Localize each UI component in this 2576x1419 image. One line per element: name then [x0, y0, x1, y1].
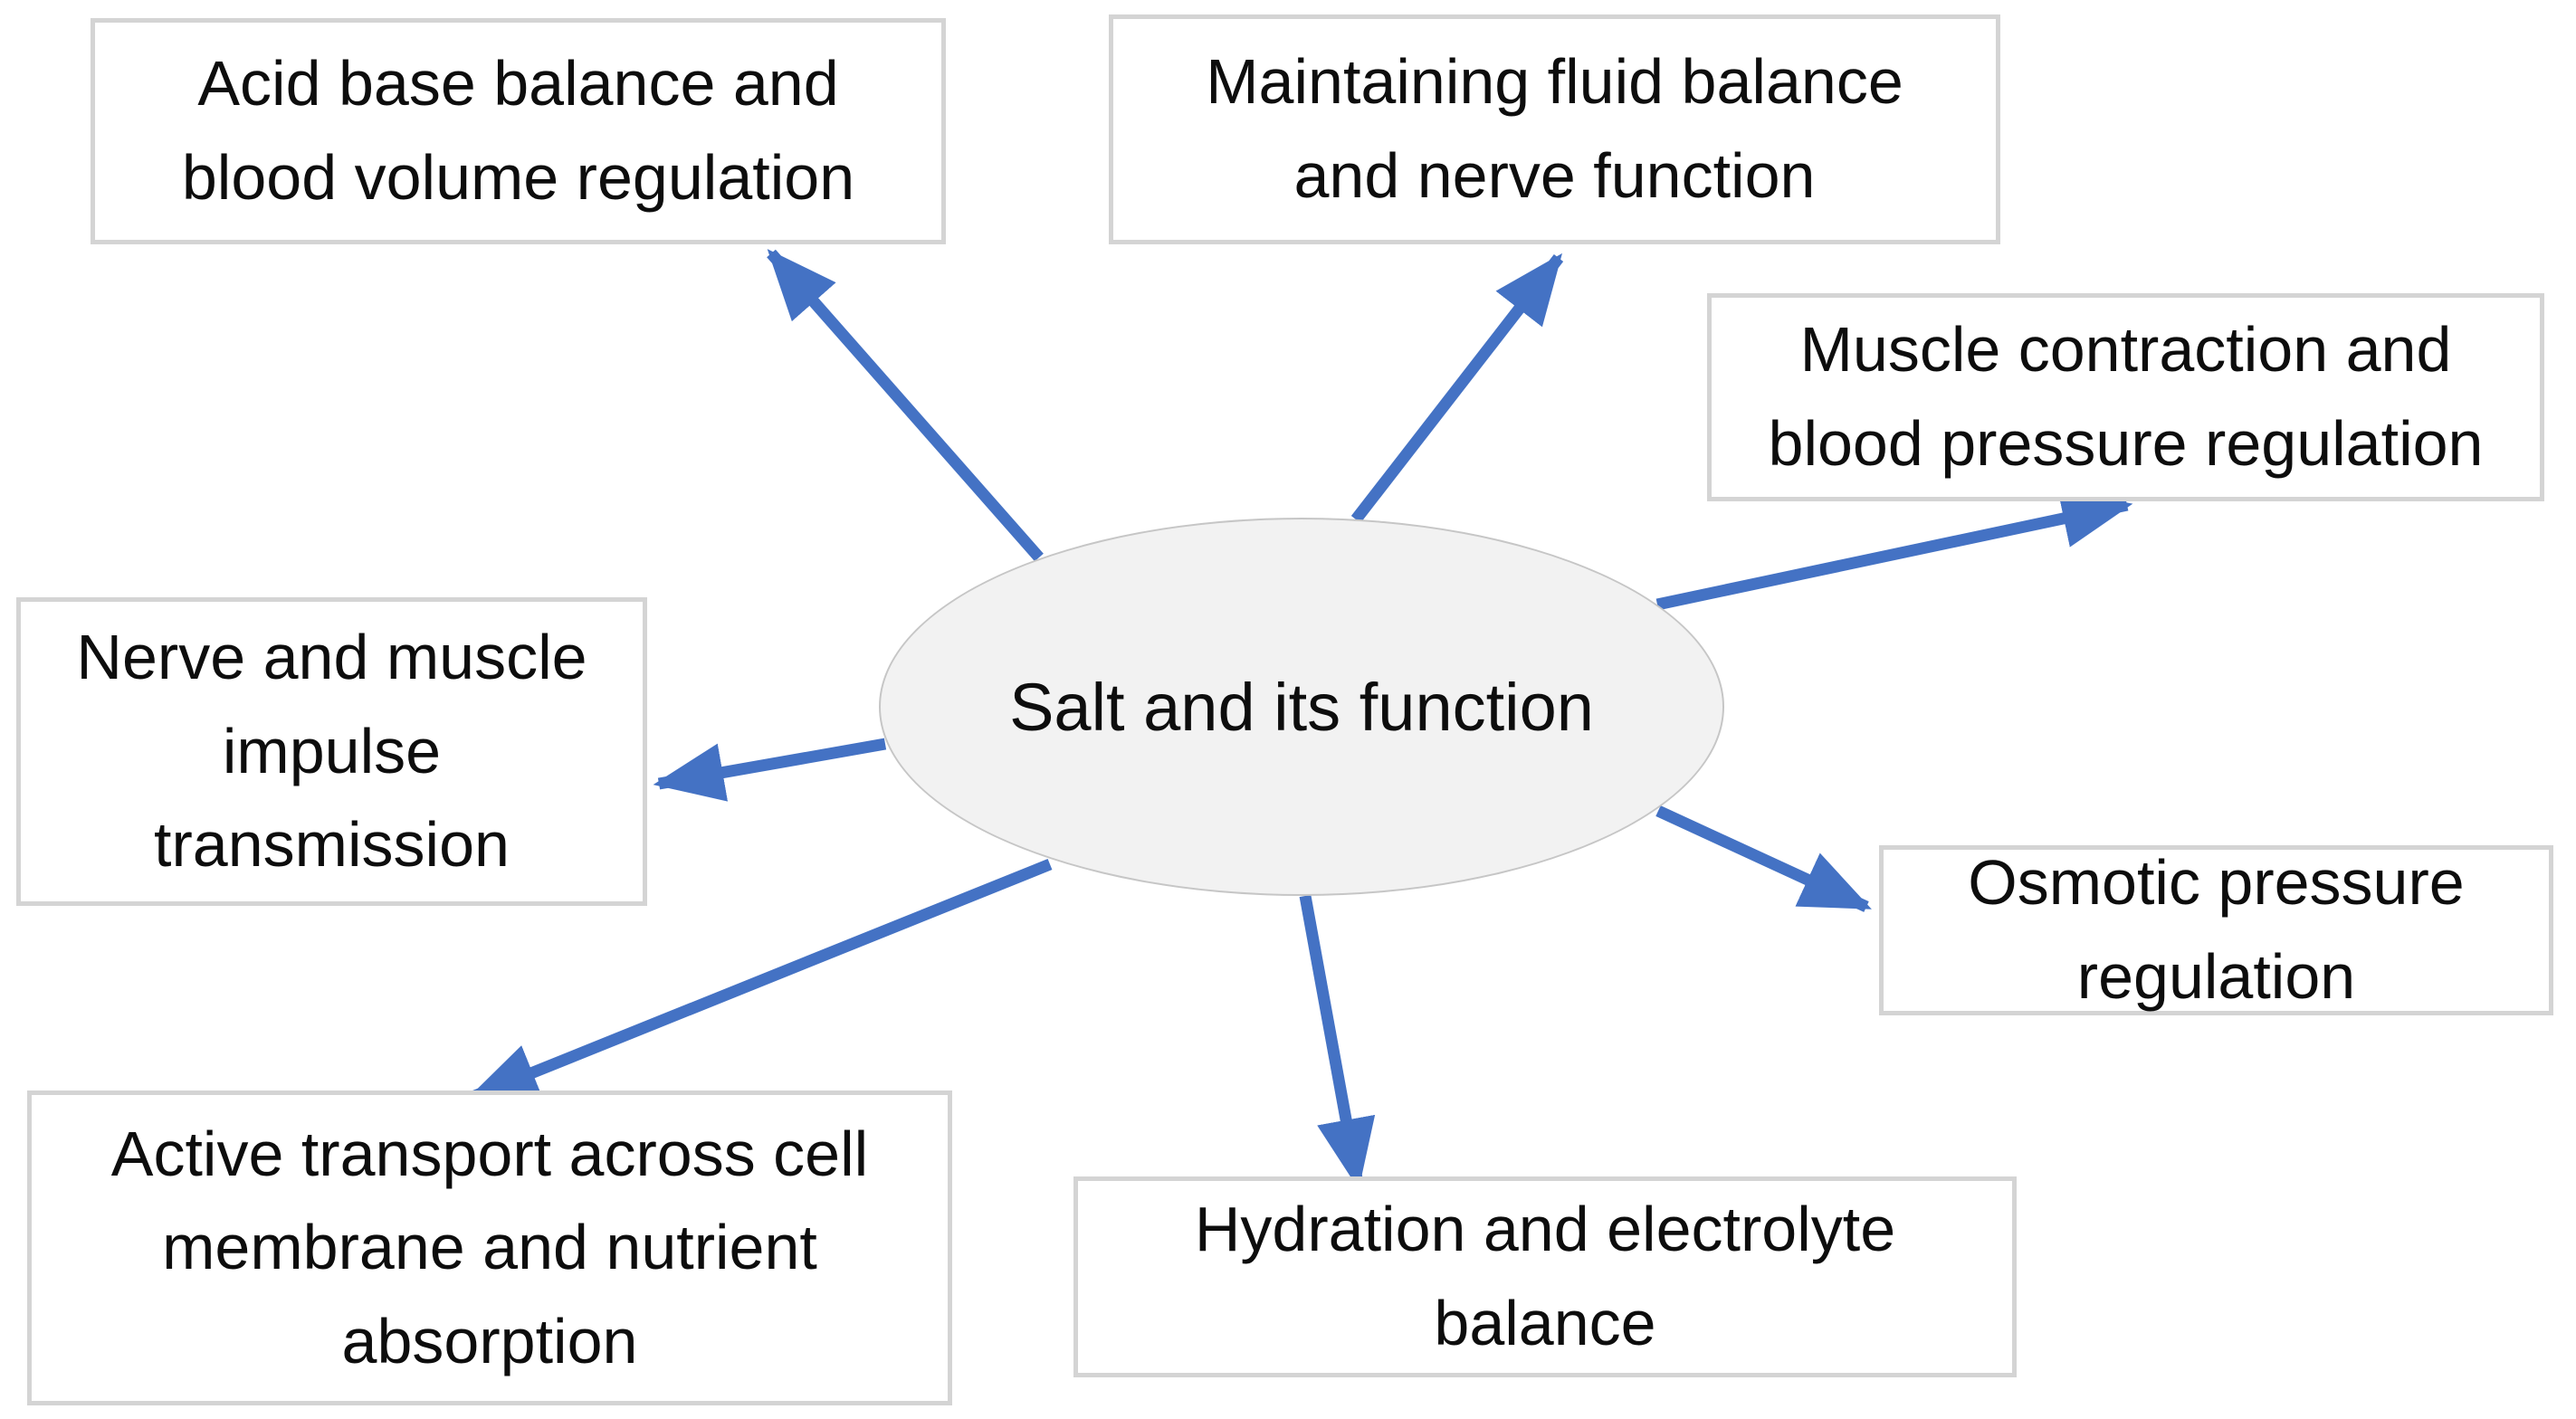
- node-active-transport: Active transport across cell membrane an…: [27, 1090, 952, 1405]
- arrow-to-acid-base-balance: [767, 249, 1044, 562]
- node-fluid-nerve: Maintaining fluid balance and nerve func…: [1109, 14, 2000, 244]
- arrow-to-fluid-nerve: [1350, 252, 1564, 523]
- node-nerve-impulse-label: Nerve and muscle impulse transmission: [76, 622, 587, 881]
- arrow-to-hydration: [1299, 894, 1376, 1190]
- node-fluid-nerve-label: Maintaining fluid balance and nerve func…: [1206, 46, 1903, 211]
- node-muscle-contraction: Muscle contraction and blood pressure re…: [1707, 293, 2544, 501]
- center-node-salt-function: Salt and its function: [879, 518, 1724, 896]
- center-node-label: Salt and its function: [1009, 669, 1594, 745]
- node-hydration: Hydration and electrolyte balance: [1073, 1176, 2017, 1377]
- node-muscle-contraction-label: Muscle contraction and blood pressure re…: [1768, 314, 2484, 479]
- node-osmotic-pressure-label: Osmotic pressure regulation: [1968, 847, 2465, 1012]
- node-acid-base-balance: Acid base balance and blood volume regul…: [91, 18, 946, 244]
- arrow-to-osmotic-pressure: [1655, 805, 1872, 912]
- node-hydration-label: Hydration and electrolyte balance: [1194, 1194, 1896, 1358]
- node-nerve-impulse: Nerve and muscle impulse transmission: [16, 597, 647, 906]
- node-osmotic-pressure: Osmotic pressure regulation: [1879, 845, 2553, 1015]
- arrow-to-muscle-contraction: [1655, 490, 2133, 611]
- node-acid-base-balance-label: Acid base balance and blood volume regul…: [181, 48, 855, 213]
- node-active-transport-label: Active transport across cell membrane an…: [110, 1118, 869, 1376]
- arrow-to-active-transport: [466, 858, 1053, 1103]
- arrow-to-nerve-impulse: [653, 738, 887, 802]
